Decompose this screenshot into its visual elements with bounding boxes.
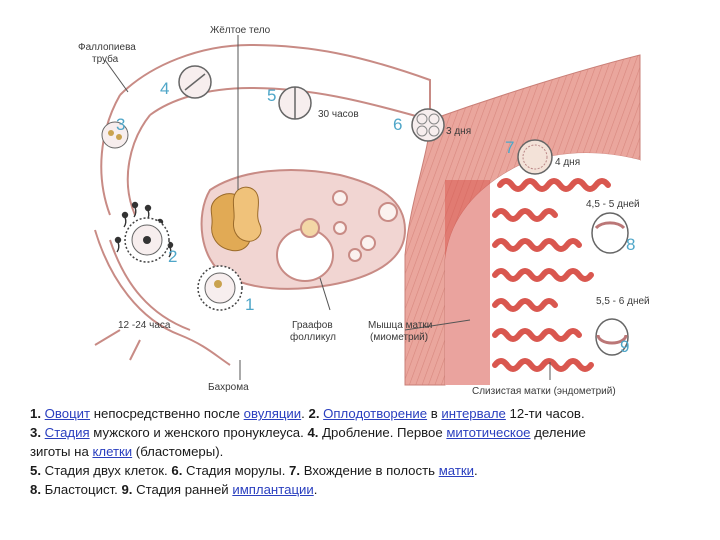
caption-line-1: 1. Овоцит непосредственно после овуляции… xyxy=(30,404,700,423)
stage-2-fertilization xyxy=(124,217,170,263)
caption-text: . xyxy=(474,463,478,478)
label-myometrium-1: Мышца матки xyxy=(368,320,432,331)
label-4-days: 4 дня xyxy=(555,157,580,168)
caption-stage-number: 1. xyxy=(30,406,41,421)
caption-stage-number: 6. xyxy=(171,463,183,478)
caption-text: . xyxy=(301,406,309,421)
fallopian-tube-lower xyxy=(100,94,151,216)
caption-term-link[interactable]: имплантации xyxy=(232,482,314,497)
caption-text: непосредственно после xyxy=(90,406,244,421)
caption-line-5: 8. Бластоцист. 9. Стадия ранней импланта… xyxy=(30,480,700,499)
caption-term-link[interactable]: митотическое xyxy=(446,425,531,440)
caption-text: . xyxy=(313,482,318,497)
stage-1-oocyte xyxy=(197,265,243,311)
caption-text: Дробление. Первое xyxy=(318,425,447,440)
caption-text: (бластомеры). xyxy=(132,444,224,459)
caption-text: Стадия морулы. xyxy=(182,463,290,478)
caption-term-link[interactable]: интервале xyxy=(441,406,506,421)
stage-3-pronuclei xyxy=(101,121,129,149)
caption-line-3: зиготы на клетки (бластомеры). xyxy=(30,442,700,461)
caption-text: зиготы на xyxy=(30,444,93,459)
stage-number-5: 5 xyxy=(267,86,276,105)
caption-text: Стадия ранней xyxy=(132,482,233,497)
caption-stage-number: 9. xyxy=(121,482,133,497)
label-fallopian-tube-1: Фаллопиева xyxy=(78,42,136,53)
stage-7-uterus-entry xyxy=(517,139,553,175)
label-3-days: 3 дня xyxy=(446,126,471,137)
stage-number-9: 9 xyxy=(620,337,629,356)
stage-number-7: 7 xyxy=(505,138,514,157)
endometrium-base xyxy=(445,180,490,385)
caption-stage-number: 4. xyxy=(307,425,319,440)
label-endometrium: Слизистая матки (эндометрий) xyxy=(472,386,616,397)
label-yellow-body: Жёлтое тело xyxy=(210,25,271,36)
caption-stage-number: 3. xyxy=(30,425,41,440)
caption-line-2: 3. Стадия мужского и женского пронуклеус… xyxy=(30,423,700,442)
label-graaf-follicle-2: фолликул xyxy=(290,331,336,343)
label-12-24-hours: 12 -24 часа xyxy=(118,320,171,331)
stage-number-8: 8 xyxy=(626,235,635,254)
caption-stage-number: 8. xyxy=(30,482,41,497)
stage-number-6: 6 xyxy=(393,115,402,134)
caption-stage-number: 2. xyxy=(308,406,320,421)
label-graaf-follicle-1: Граафов xyxy=(292,319,333,331)
label-fimbriae: Бахрома xyxy=(208,382,249,393)
endometrium-folds xyxy=(492,178,611,372)
ovarian-follicles xyxy=(276,190,398,282)
caption-text: мужского и женского пронуклеуса. xyxy=(89,425,308,440)
stage-number-2: 2 xyxy=(168,247,177,266)
caption-text: деление xyxy=(530,425,586,440)
caption-stage-number: 7. xyxy=(289,463,301,478)
stage-8-blastocyst xyxy=(591,212,629,254)
stage-6-morula xyxy=(411,108,445,142)
figure-caption: 1. Овоцит непосредственно после овуляции… xyxy=(30,404,700,499)
endometrium xyxy=(445,153,640,385)
stage-number-1: 1 xyxy=(245,295,254,314)
fimbriae xyxy=(94,229,231,366)
caption-term-link[interactable]: Оплодотворение xyxy=(323,406,428,421)
caption-text: Стадия двух клеток. xyxy=(41,463,172,478)
stage-number-3: 3 xyxy=(116,115,125,134)
corpus-luteum xyxy=(210,186,262,252)
label-45-5-days: 4,5 - 5 дней xyxy=(586,199,640,210)
label-30-hours: 30 часов xyxy=(318,109,359,120)
caption-term-link[interactable]: Стадия xyxy=(44,425,90,440)
label-fallopian-tube-2: труба xyxy=(92,53,119,65)
stage-5-two-cell xyxy=(278,86,312,120)
stage-9-implantation xyxy=(595,318,629,356)
stage-4-cleavage xyxy=(178,65,212,99)
caption-term-link[interactable]: клетки xyxy=(92,444,133,459)
fallopian-tube xyxy=(119,43,431,122)
caption-text: Вхождение в полость xyxy=(300,463,439,478)
leader-lines xyxy=(104,35,551,380)
label-myometrium-2: (миометрий) xyxy=(370,332,428,343)
caption-text: 12-ти часов. xyxy=(505,406,585,421)
label-55-6-days: 5,5 - 6 дней xyxy=(596,296,650,307)
caption-text: в xyxy=(427,406,442,421)
caption-line-4: 5. Стадия двух клеток. 6. Стадия морулы.… xyxy=(30,461,700,480)
caption-term-link[interactable]: овуляции xyxy=(243,406,302,421)
caption-term-link[interactable]: Овоцит xyxy=(44,406,91,421)
stage-number-4: 4 xyxy=(160,79,169,98)
caption-text: Бластоцист. xyxy=(41,482,122,497)
caption-term-link[interactable]: матки xyxy=(438,463,474,478)
caption-stage-number: 5. xyxy=(30,463,41,478)
